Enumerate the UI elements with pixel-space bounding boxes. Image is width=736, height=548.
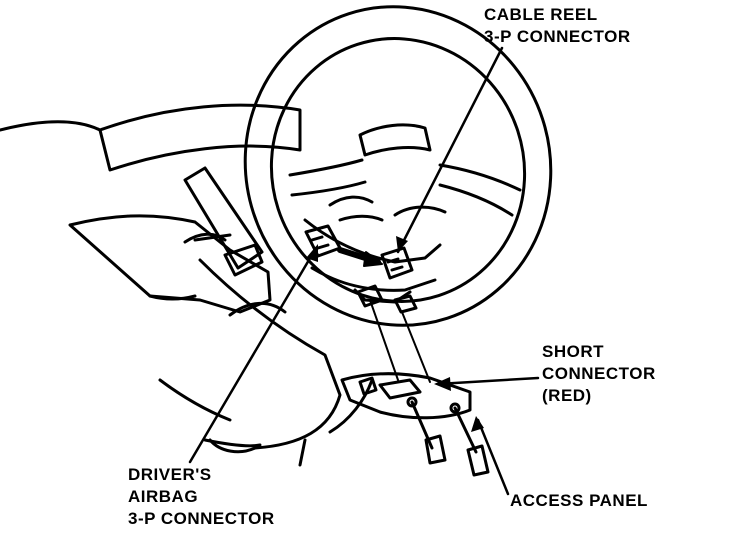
cable-reel-connector: [380, 246, 414, 280]
steering-wheel-rim: [243, 5, 553, 327]
guide-lines: [369, 299, 431, 383]
access-panel: [340, 372, 472, 420]
arrowhead-driver-airbag: [306, 244, 318, 262]
steering-wheel-spokes: [288, 123, 522, 222]
label-access-line-1: ACCESS PANEL: [510, 491, 648, 510]
arrowhead-cable-reel: [396, 236, 408, 252]
column-stalk: [183, 166, 264, 277]
label-short-line-1: SHORT: [542, 342, 604, 361]
label-driver-airbag-connector: DRIVER'S AIRBAG 3-P CONNECTOR: [128, 464, 275, 530]
access-panel-screw-right: [453, 406, 490, 477]
label-cable-reel-line-2: 3-P CONNECTOR: [484, 27, 631, 46]
hub-short-connector: [356, 284, 418, 314]
label-cable-reel-line-1: CABLE REEL: [484, 5, 598, 24]
label-short-connector: SHORT CONNECTOR (RED): [542, 341, 656, 407]
driver-airbag-connector: [304, 224, 342, 258]
label-access-panel: ACCESS PANEL: [510, 490, 648, 512]
steering-column: [158, 258, 374, 467]
arrowhead-short-connector: [434, 377, 451, 391]
label-driver-line-2: AIRBAG: [128, 487, 199, 506]
arrowhead-access-panel: [471, 416, 484, 432]
access-panel-screw-left: [410, 400, 447, 465]
leader-line-short-connector: [436, 376, 540, 386]
dashboard-outline: [0, 103, 302, 314]
leader-line-driver-airbag: [188, 246, 318, 464]
label-driver-line-1: DRIVER'S: [128, 465, 212, 484]
label-driver-line-3: 3-P CONNECTOR: [128, 509, 275, 528]
label-cable-reel-connector: CABLE REEL 3-P CONNECTOR: [484, 4, 631, 48]
label-short-line-3: (RED): [542, 386, 592, 405]
label-short-line-2: CONNECTOR: [542, 364, 656, 383]
connection-arrow-head: [363, 251, 383, 267]
leader-line-cable-reel: [396, 46, 504, 254]
leader-line-access-panel: [476, 418, 510, 496]
